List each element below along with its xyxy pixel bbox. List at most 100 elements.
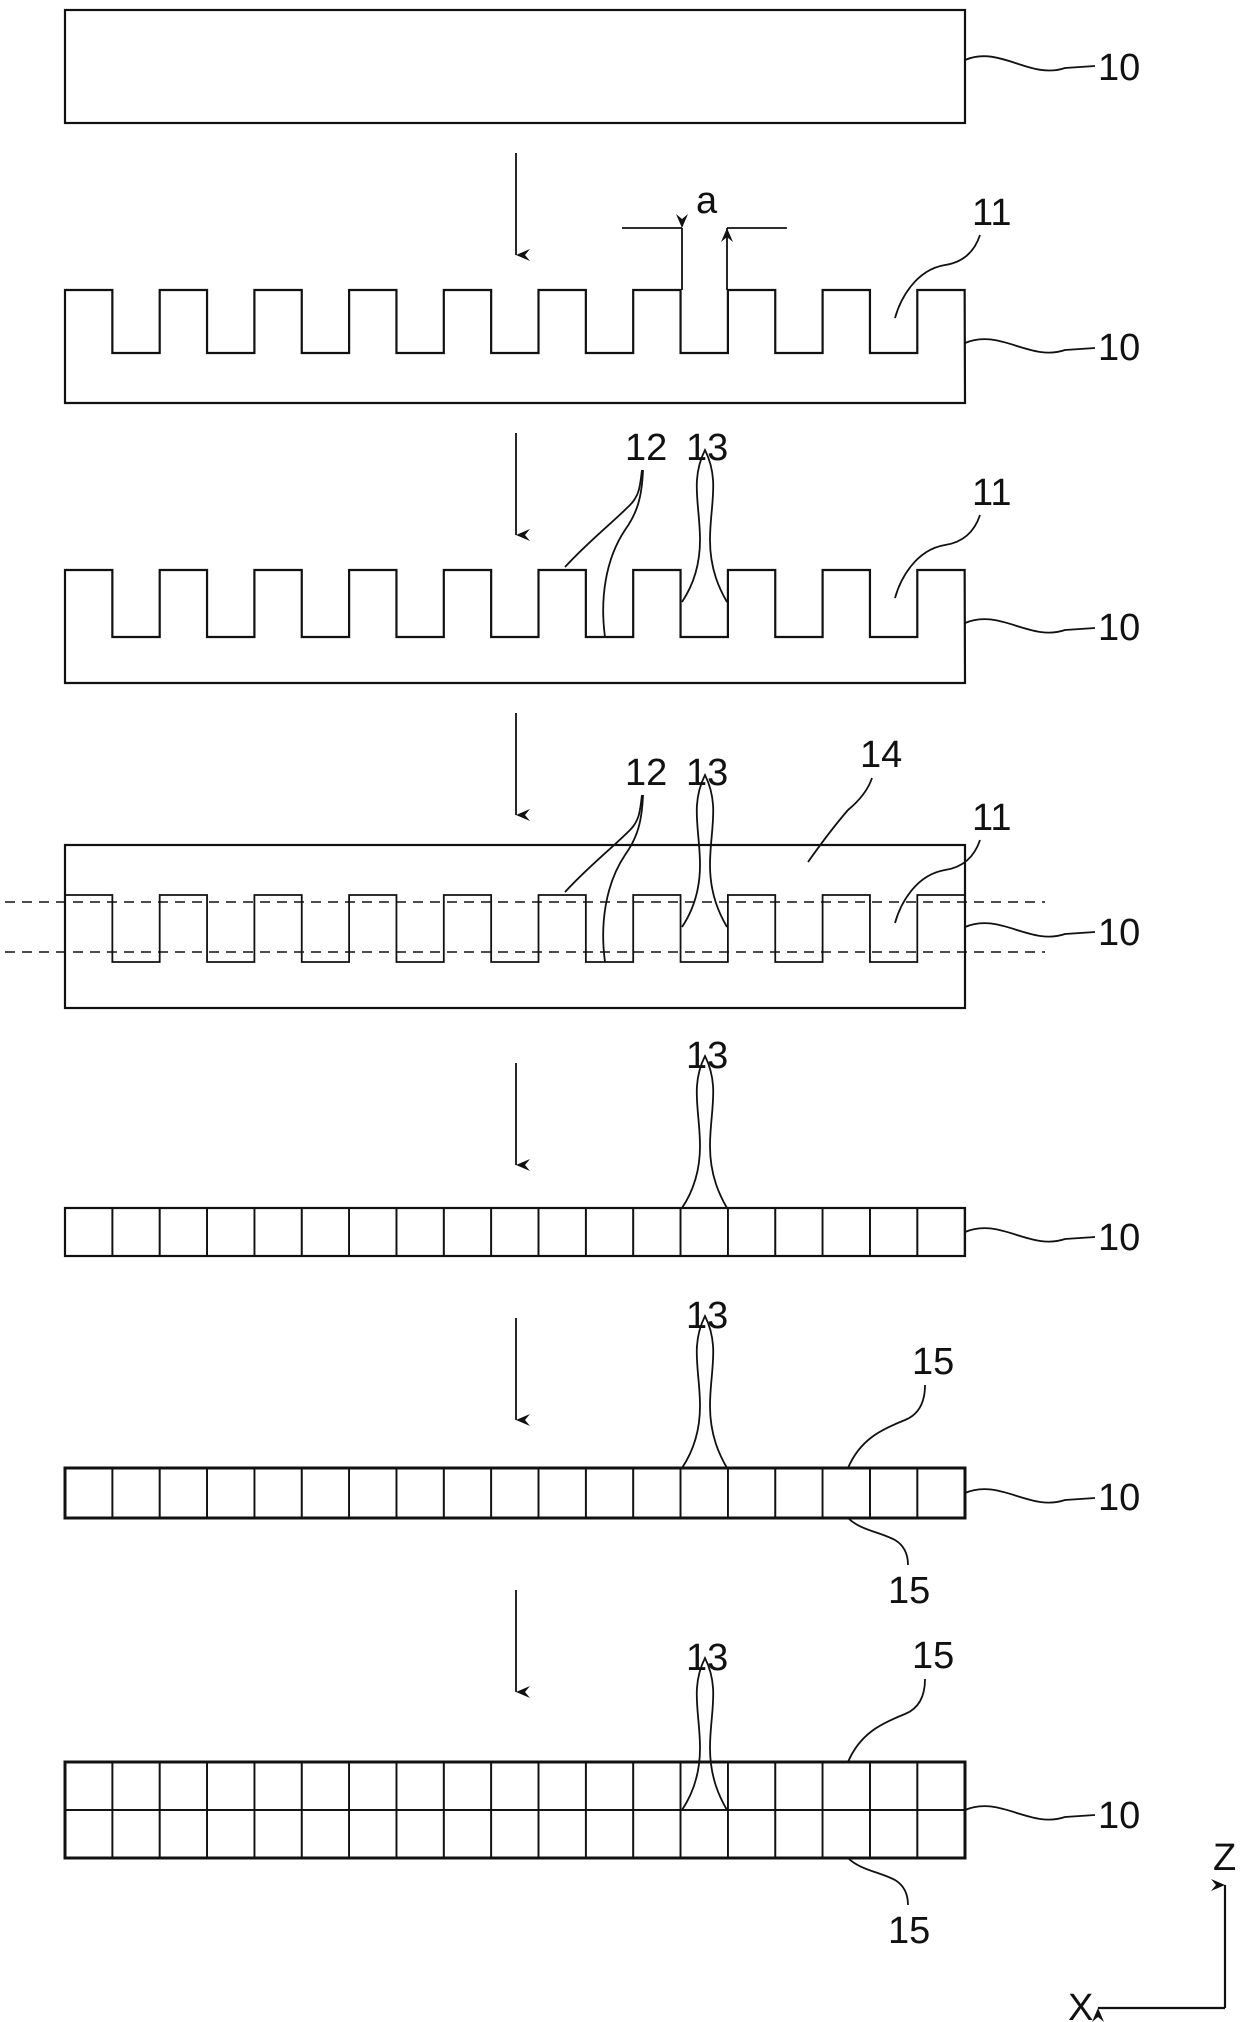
label-11-stage4: 11 <box>972 797 1011 839</box>
cell <box>160 1762 207 1810</box>
cell <box>112 1762 159 1810</box>
cell <box>681 1810 728 1858</box>
cell <box>160 1208 207 1256</box>
cell <box>586 1810 633 1858</box>
cell <box>444 1208 491 1256</box>
cell <box>917 1810 964 1858</box>
cell <box>254 1468 301 1518</box>
label-10-stage1: 10 <box>1098 47 1140 89</box>
cell <box>491 1208 538 1256</box>
label-15-bottom-stage6: 15 <box>888 1570 930 1612</box>
stage-1-substrate: 10 <box>65 10 1140 123</box>
stage-5-sliced: 13 10 <box>65 1035 1140 1259</box>
stage-2-trenched-substrate: a 11 10 <box>65 180 1140 403</box>
cell-grid <box>65 1762 965 1858</box>
cell <box>160 1468 207 1518</box>
cell <box>917 1468 964 1518</box>
cell <box>728 1810 775 1858</box>
label-15-bottom-stage7: 15 <box>888 1910 930 1952</box>
cell <box>870 1208 917 1256</box>
label-13-stage4: 13 <box>686 752 728 794</box>
label-11-stage3: 11 <box>972 472 1011 514</box>
cell <box>870 1762 917 1810</box>
cell <box>539 1810 586 1858</box>
cell <box>775 1468 822 1518</box>
cell <box>775 1762 822 1810</box>
label-13-stage5: 13 <box>686 1035 728 1077</box>
cell <box>254 1810 301 1858</box>
cell-row <box>65 1468 965 1518</box>
label-12-stage3: 12 <box>625 427 667 469</box>
cell <box>396 1468 443 1518</box>
cell <box>444 1762 491 1810</box>
label-11-stage2: 11 <box>972 192 1011 234</box>
cell <box>302 1810 349 1858</box>
cell <box>207 1208 254 1256</box>
cell <box>823 1762 870 1810</box>
cell <box>302 1208 349 1256</box>
label-10-stage6: 10 <box>1098 1477 1140 1519</box>
cell <box>349 1810 396 1858</box>
cell <box>775 1208 822 1256</box>
cell <box>207 1810 254 1858</box>
cell <box>491 1762 538 1810</box>
cell <box>396 1208 443 1256</box>
stage-4-filled: 12 13 14 11 10 <box>5 734 1140 1008</box>
stage-6-coated: 13 15 15 10 <box>65 1295 1140 1612</box>
cell <box>254 1762 301 1810</box>
cell <box>823 1208 870 1256</box>
axis-indicator: Z X <box>1068 1837 1236 2022</box>
cell <box>681 1762 728 1810</box>
cell <box>586 1762 633 1810</box>
cell <box>728 1762 775 1810</box>
cell <box>444 1468 491 1518</box>
stage-7-stacked: 13 15 15 10 <box>65 1635 1140 1952</box>
fill-layer-14 <box>65 845 965 1008</box>
cell <box>539 1208 586 1256</box>
label-10-stage5: 10 <box>1098 1217 1140 1259</box>
cell <box>112 1468 159 1518</box>
label-13-stage6: 13 <box>686 1295 728 1337</box>
cell <box>917 1208 964 1256</box>
label-10-stage4: 10 <box>1098 912 1140 954</box>
cell <box>207 1762 254 1810</box>
cell <box>870 1810 917 1858</box>
cell <box>65 1468 112 1518</box>
cell <box>681 1468 728 1518</box>
stage-3-sidewall-seam: 12 13 11 10 <box>65 427 1140 683</box>
cell <box>681 1208 728 1256</box>
label-12-stage4: 12 <box>625 752 667 794</box>
cell-outline <box>65 1208 965 1256</box>
cell <box>586 1468 633 1518</box>
cell <box>302 1762 349 1810</box>
cell <box>65 1762 112 1810</box>
cell <box>728 1208 775 1256</box>
cell <box>207 1468 254 1518</box>
cell <box>65 1810 112 1858</box>
label-10-stage3: 10 <box>1098 607 1140 649</box>
cell <box>823 1810 870 1858</box>
cell <box>491 1468 538 1518</box>
label-14: 14 <box>860 734 902 776</box>
label-15-top-stage7: 15 <box>912 1635 954 1677</box>
cell-row <box>65 1208 965 1256</box>
cell <box>633 1208 680 1256</box>
cell <box>444 1810 491 1858</box>
cell <box>112 1810 159 1858</box>
cell <box>65 1208 112 1256</box>
cell <box>586 1208 633 1256</box>
cell <box>112 1208 159 1256</box>
cell <box>396 1762 443 1810</box>
cell <box>539 1762 586 1810</box>
trench-profile <box>65 290 965 403</box>
cell <box>302 1468 349 1518</box>
cell <box>823 1468 870 1518</box>
cell <box>491 1810 538 1858</box>
cell <box>633 1762 680 1810</box>
cell <box>160 1810 207 1858</box>
label-10-stage2: 10 <box>1098 327 1140 369</box>
cell <box>349 1762 396 1810</box>
label-a: a <box>696 180 718 222</box>
label-10-stage7: 10 <box>1098 1795 1140 1837</box>
